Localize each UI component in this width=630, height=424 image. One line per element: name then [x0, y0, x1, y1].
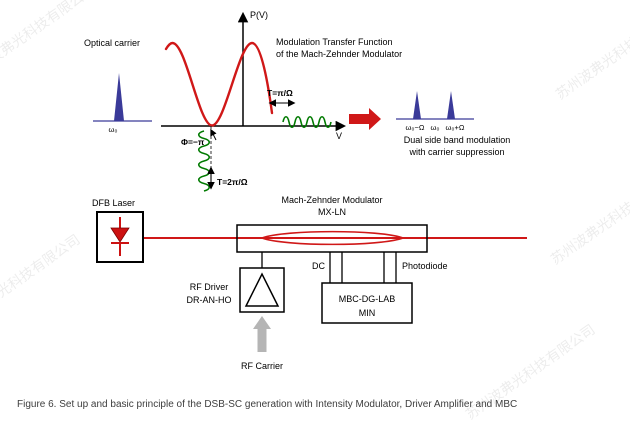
dc-label: DC [312, 261, 325, 271]
photodiode-label: Photodiode [402, 261, 448, 271]
freq-label-lower-sideband: ω₀−Ω [406, 123, 425, 132]
rf-carrier-label: RF Carrier [241, 361, 283, 371]
output-period-label: T=2π/Ω [217, 177, 248, 187]
mzm-label-line2: MX-LN [318, 207, 346, 217]
freq-label-upper-sideband: ω₀+Ω [446, 123, 465, 132]
rf-drive-wave [282, 115, 332, 129]
y-axis-label: P(V) [250, 10, 268, 20]
mbc-label-line2: MIN [359, 308, 376, 318]
mbc-box [321, 282, 413, 324]
laser-diode-icon [110, 217, 130, 256]
plot-title-line2: of the Mach-Zehnder Modulator [276, 49, 402, 59]
bias-point-arrow [210, 128, 217, 141]
rf-driver-label-line2: DR-AN-HO [187, 295, 232, 305]
x-axis-label: V [336, 131, 342, 141]
result-arrow-icon [349, 108, 381, 130]
dsb-caption-line2: with carrier suppression [408, 147, 504, 157]
output-intensity-wave [197, 130, 211, 192]
carrier-freq-label: ω₀ [109, 125, 118, 134]
rf-driver-label-line1: RF Driver [190, 282, 229, 292]
transfer-function-plot: Optical carrier ω₀ P(V) V Modulation Tra… [84, 10, 402, 192]
mzm-box [236, 224, 428, 253]
rf-period-label: T=π/Ω [267, 88, 293, 98]
output-spectrum-group: ω₀−Ω ω₀ ω₀+Ω Dual side band modulation w… [349, 91, 510, 157]
dsb-caption-line1: Dual side band modulation [404, 135, 511, 145]
mzm-transfer-curve [164, 41, 274, 127]
figure-caption: Figure 6. Set up and basic principle of … [17, 399, 517, 410]
mbc-label-line1: MBC-DG-LAB [339, 294, 396, 304]
freq-label-carrier: ω₀ [431, 123, 440, 132]
watermark-text: 苏州波弗光科技有限公司 [553, 1, 630, 102]
mzm-label-line1: Mach-Zehnder Modulator [281, 195, 382, 205]
optical-carrier-label: Optical carrier [84, 38, 140, 48]
bias-phase-label: Φ=−π [181, 137, 205, 147]
carrier-peak [114, 73, 124, 121]
sideband-peak-left [413, 91, 421, 119]
dfb-laser-label: DFB Laser [92, 198, 135, 208]
sideband-peak-right [447, 91, 455, 119]
setup-diagram: DFB Laser Mach-Zehnder Modulator MX-LN D… [92, 195, 527, 371]
plot-title-line1: Modulation Transfer Function [276, 37, 393, 47]
diode-triangle [110, 227, 130, 243]
watermark-text: 苏州波弗光科技有限公司 [0, 231, 83, 332]
rf-carrier-arrow-icon [253, 316, 271, 352]
mzm-waveguide-icon [259, 230, 406, 246]
watermark-text: 苏州波弗光科技有限公司 [548, 166, 630, 267]
amplifier-triangle-icon [244, 272, 280, 307]
